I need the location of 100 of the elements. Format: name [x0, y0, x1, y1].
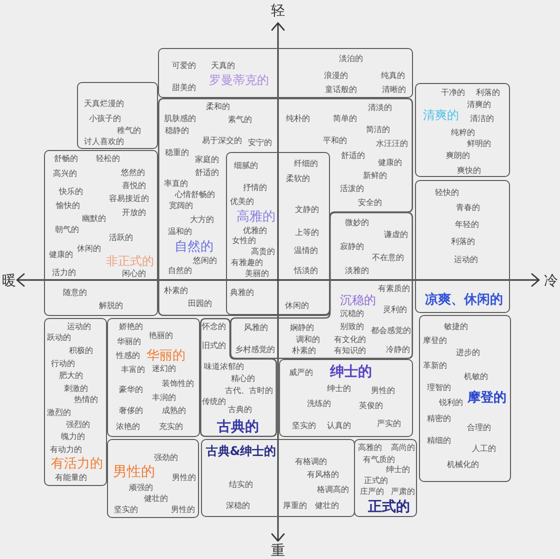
word-group-box [158, 48, 413, 98]
axis-label: 暖 [2, 274, 16, 288]
group-heading: 古典的 [217, 420, 259, 434]
group-heading: 沉稳的 [340, 294, 376, 306]
word-label: 童话般的 [325, 86, 357, 94]
word-label: 娇艳的 [119, 323, 143, 331]
word-label: 威严的 [289, 369, 313, 377]
word-label: 平和的 [323, 137, 347, 145]
word-label: 浓艳的 [116, 423, 140, 431]
word-label: 旧式的 [202, 342, 226, 350]
word-label: 干净的 [441, 89, 465, 97]
word-label: 易于深交的 [202, 137, 242, 145]
word-label: 顽强的 [129, 484, 153, 492]
word-label: 人工的 [472, 445, 496, 453]
word-label: 解脱的 [99, 302, 123, 310]
word-label: 不在意的 [372, 254, 404, 262]
word-label: 有雅趣的 [231, 259, 263, 267]
word-label: 恬淡的 [294, 267, 318, 275]
word-label: 豪华的 [119, 386, 143, 394]
word-label: 利落的 [451, 238, 475, 246]
word-label: 喜悦的 [122, 182, 146, 190]
word-label: 严肃的 [391, 488, 415, 496]
word-label: 灵利的 [383, 306, 407, 314]
word-label: 奢侈的 [119, 407, 143, 415]
word-label: 活泼的 [340, 185, 364, 193]
word-label: 锐利的 [439, 399, 463, 407]
word-label: 轻快的 [435, 189, 459, 197]
word-label: 幽默的 [82, 215, 106, 223]
word-label: 率直的 [164, 180, 188, 188]
word-label: 健康的 [49, 251, 73, 259]
word-label: 装饰性的 [162, 380, 194, 388]
group-heading: 高雅的 [236, 210, 276, 224]
word-label: 小孩子的 [89, 115, 121, 123]
group-heading: 清爽的 [423, 109, 459, 121]
word-label: 悠闲的 [193, 257, 217, 265]
word-label: 田园的 [188, 300, 212, 308]
word-label: 朝气的 [55, 226, 79, 234]
word-label: 肥大的 [59, 372, 83, 380]
word-label: 行动的 [51, 360, 75, 368]
word-label: 开放的 [122, 209, 146, 217]
word-label: 机敏的 [464, 373, 488, 381]
word-label: 闲心的 [122, 270, 146, 278]
word-label: 优美的 [230, 198, 254, 206]
group-heading: 非正式的 [106, 255, 154, 267]
word-label: 淡泊的 [339, 55, 363, 63]
word-label: 天真的 [211, 62, 235, 70]
word-group-box [158, 98, 413, 316]
word-label: 刺激的 [64, 385, 88, 393]
word-label: 男性的 [371, 387, 395, 395]
word-label: 清晰的 [382, 86, 406, 94]
word-label: 精细的 [427, 437, 451, 445]
word-label: 英俊的 [359, 402, 383, 410]
word-label: 坚实的 [114, 506, 138, 514]
word-label: 合理的 [467, 424, 491, 432]
word-label: 有气质的 [363, 456, 395, 464]
word-label: 魄力的 [61, 433, 85, 441]
word-label: 简洁的 [366, 126, 390, 134]
word-label: 娴静的 [290, 324, 314, 332]
word-label: 宽阔的 [169, 202, 193, 210]
word-label: 高尚的 [391, 444, 415, 452]
word-label: 艳丽的 [149, 332, 173, 340]
word-label: 朴素的 [164, 287, 188, 295]
word-label: 纤细的 [294, 160, 318, 168]
word-label: 健壮的 [315, 502, 339, 510]
word-group-box [77, 82, 158, 149]
word-label: 柔和的 [206, 103, 230, 111]
word-label: 青春的 [456, 204, 480, 212]
word-label: 淡雅的 [345, 267, 369, 275]
word-label: 坚实的 [292, 422, 316, 430]
word-label: 性感的 [116, 352, 140, 360]
word-label: 积极的 [69, 347, 93, 355]
word-label: 洗练的 [307, 400, 331, 408]
word-label: 肌肤感的 [164, 115, 196, 123]
word-label: 味道浓郁的 [204, 363, 244, 371]
word-label: 敏捷的 [444, 323, 468, 331]
word-label: 轻松的 [96, 155, 120, 163]
group-heading: 男性的 [113, 465, 155, 479]
word-label: 乡村感觉的 [235, 346, 275, 354]
word-label: 革新的 [423, 362, 447, 370]
word-label: 利落的 [476, 89, 500, 97]
word-label: 健康的 [378, 159, 402, 167]
word-label: 传统的 [202, 398, 226, 406]
word-label: 精密的 [427, 415, 451, 423]
word-label: 运动的 [454, 256, 478, 264]
word-group-box [200, 318, 277, 437]
group-heading: 摩登的 [468, 392, 506, 404]
word-label: 年轻的 [455, 221, 479, 229]
word-label: 健壮的 [144, 495, 168, 503]
word-label: 结实的 [229, 481, 253, 489]
word-label: 舒适的 [195, 169, 219, 177]
word-label: 寂静的 [340, 243, 364, 251]
word-group-box [415, 83, 510, 177]
word-label: 稳重的 [165, 149, 189, 157]
group-heading: 华丽的 [146, 350, 186, 362]
word-group-box [107, 318, 200, 437]
word-label: 有能量的 [55, 474, 87, 482]
word-label: 女性的 [232, 237, 256, 245]
word-label: 进步的 [456, 349, 480, 357]
word-label: 丰润的 [152, 394, 176, 402]
word-label: 清洁的 [470, 115, 494, 123]
